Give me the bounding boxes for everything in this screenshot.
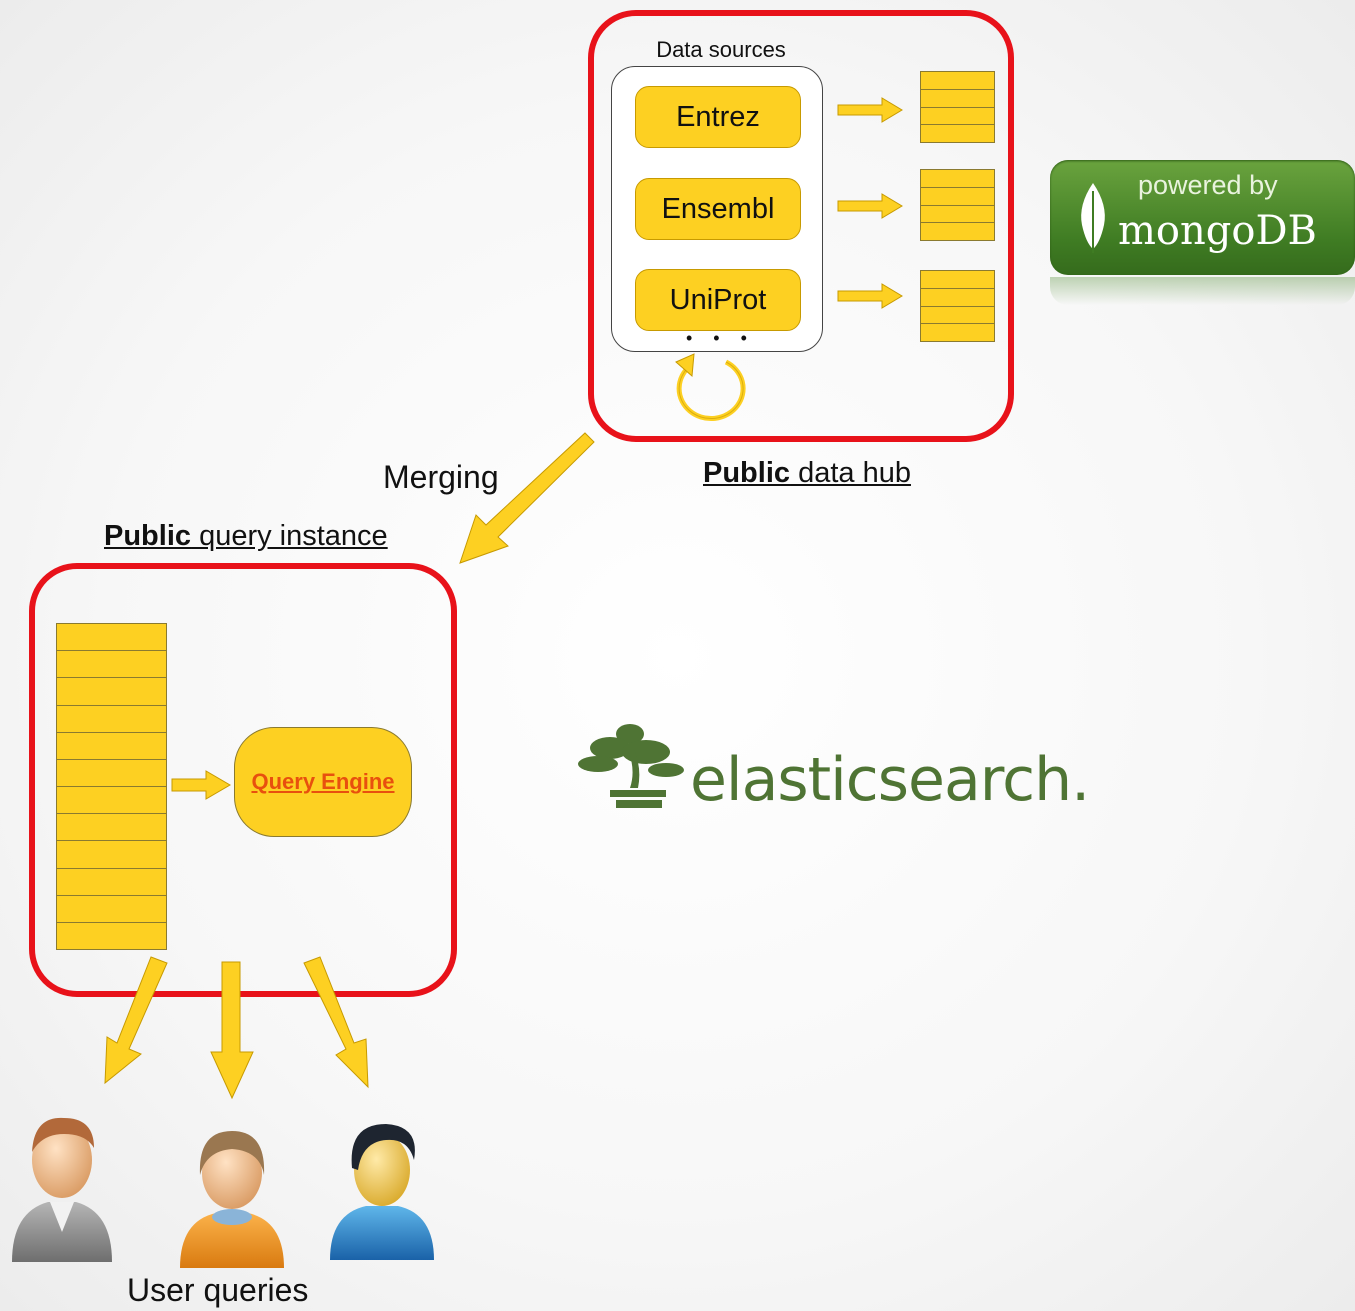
source-uniprot: UniProt bbox=[635, 269, 801, 331]
query-engine-label: Query Engine bbox=[251, 769, 395, 794]
collection-table-entrez bbox=[920, 71, 995, 143]
arrow-to-user-2 bbox=[210, 961, 254, 1100]
public-query-instance-label: Public query instance bbox=[104, 520, 388, 552]
arrow-entrez-to-table bbox=[837, 97, 903, 123]
collection-table-ensembl bbox=[920, 169, 995, 241]
arrow-ensembl-to-table bbox=[837, 193, 903, 219]
user-avatar-3 bbox=[330, 1124, 434, 1260]
user-queries-label: User queries bbox=[127, 1272, 309, 1308]
public-data-hub-label: Public data hub bbox=[703, 457, 911, 489]
query-engine: Query Engine bbox=[234, 727, 412, 837]
arrow-uniprot-to-table bbox=[837, 283, 903, 309]
source-ensembl: Ensembl bbox=[635, 178, 801, 240]
more-sources-indicator: • • • bbox=[686, 328, 755, 348]
mongodb-leaf-icon bbox=[1081, 183, 1105, 253]
refresh-cycle-icon bbox=[675, 353, 746, 422]
elasticsearch-bonsai-icon bbox=[578, 724, 684, 808]
public-data-hub-frame bbox=[588, 10, 1014, 442]
merging-arrow bbox=[459, 432, 595, 564]
mongodb-powered-by-text: powered by bbox=[1138, 170, 1278, 200]
user-avatar-1 bbox=[12, 1117, 112, 1262]
merged-index-table bbox=[56, 623, 167, 950]
public-query-instance-frame bbox=[29, 563, 457, 997]
source-entrez: Entrez bbox=[635, 86, 801, 148]
data-sources-title: Data sources bbox=[656, 37, 786, 62]
mongodb-wordmark: mongoDB bbox=[1118, 208, 1317, 254]
collection-table-uniprot bbox=[920, 270, 995, 342]
merging-label: Merging bbox=[383, 459, 499, 495]
elasticsearch-wordmark: elasticsearch. bbox=[690, 745, 1090, 815]
arrow-to-user-3 bbox=[303, 956, 369, 1089]
arrow-to-user-1 bbox=[104, 956, 168, 1085]
mongodb-logo-reflection bbox=[1050, 277, 1355, 305]
arrow-index-to-engine bbox=[171, 770, 231, 800]
user-avatar-2 bbox=[180, 1131, 284, 1268]
